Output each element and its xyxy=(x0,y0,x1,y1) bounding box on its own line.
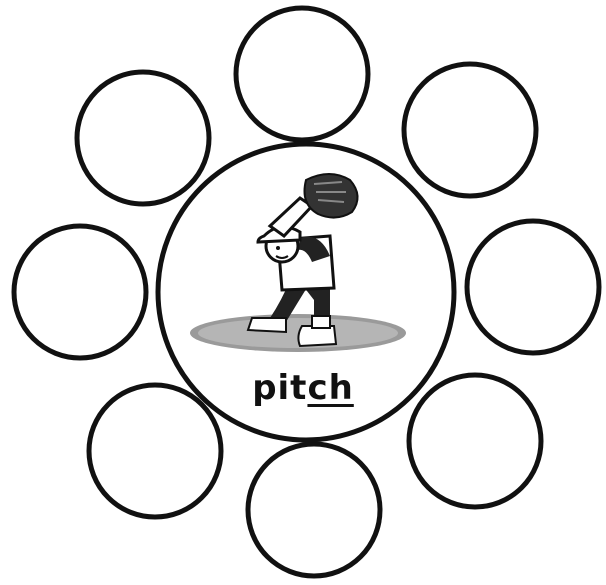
answer-circle-bottom-left[interactable] xyxy=(89,385,221,517)
target-word: pitch xyxy=(233,363,373,413)
word-digraph: ch xyxy=(307,368,353,408)
word-prefix: pit xyxy=(252,368,307,408)
answer-circle-bottom-right[interactable] xyxy=(409,375,541,507)
answer-circle-top[interactable] xyxy=(236,8,368,140)
answer-circle-right[interactable] xyxy=(467,221,599,353)
answer-circle-top-left[interactable] xyxy=(77,72,209,204)
answer-circle-left[interactable] xyxy=(14,226,146,358)
answer-circle-top-right[interactable] xyxy=(404,64,536,196)
answer-circle-bottom[interactable] xyxy=(248,444,380,576)
